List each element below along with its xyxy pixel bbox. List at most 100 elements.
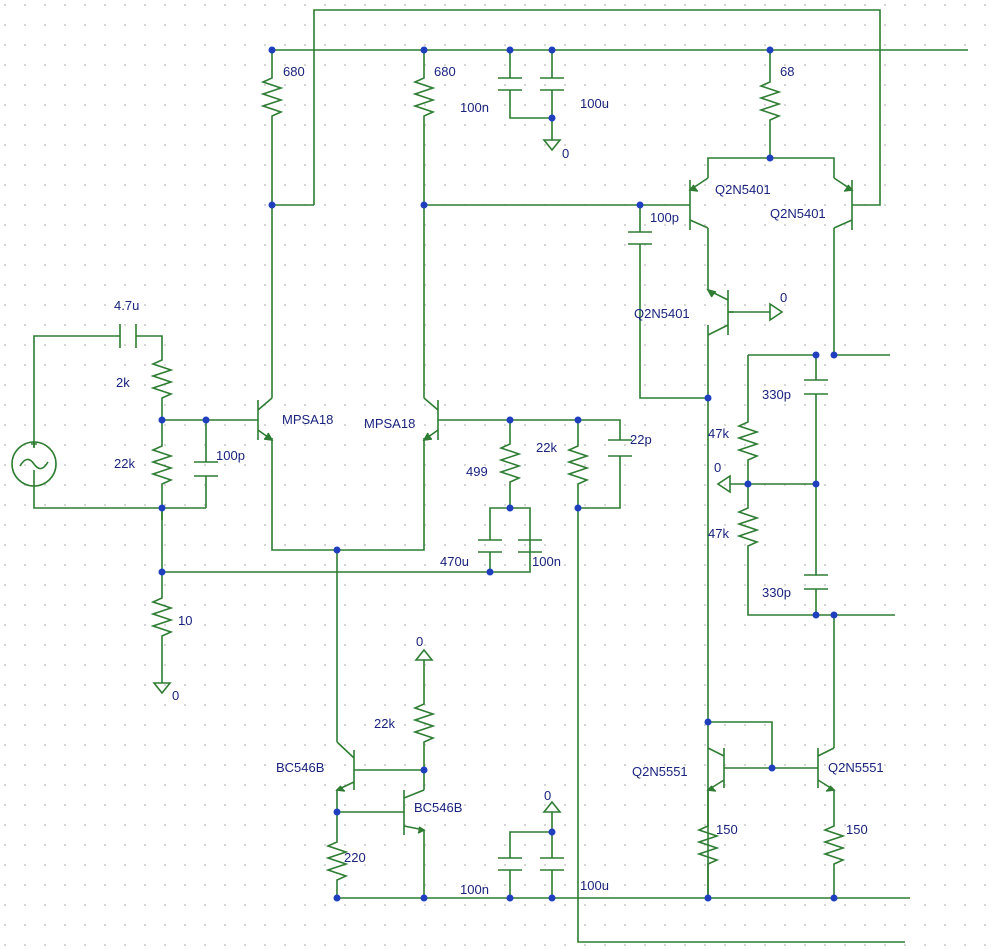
- label-c-100u-top: 100u: [580, 96, 609, 111]
- ac-source: [11, 441, 57, 487]
- label-c-100n-top: 100n: [460, 100, 489, 115]
- capacitor-4u7: [119, 324, 137, 348]
- label-r-68: 68: [780, 64, 794, 79]
- wire-bottom-caps: [509, 812, 553, 898]
- resistor-150-left: [696, 812, 720, 872]
- capacitor-100p-mid: [628, 231, 652, 245]
- label-gnd-bot: 0: [544, 788, 551, 803]
- wire-fb-node: [446, 419, 621, 509]
- resistor-680-a: [260, 60, 284, 122]
- label-gnd-mid: 0: [714, 460, 721, 475]
- label-c-4u7: 4.7u: [114, 298, 139, 313]
- label-q-bc546-right: BC546B: [414, 800, 462, 815]
- label-q-bc546-left: BC546B: [276, 760, 324, 775]
- resistor-220: [325, 832, 349, 884]
- resistor-150-right: [822, 812, 846, 872]
- wire-bc546: [360, 660, 425, 898]
- label-c-100n-fb: 100n: [532, 554, 561, 569]
- label-r-680-b: 680: [434, 64, 456, 79]
- ground-symbols: [152, 139, 784, 813]
- label-c-100p-mid: 100p: [650, 210, 679, 225]
- label-c-330p-top: 330p: [762, 387, 791, 402]
- label-r-10: 10: [178, 613, 192, 628]
- resistor-68: [758, 66, 782, 128]
- label-r-220: 220: [344, 850, 366, 865]
- junction-dots: [158, 46, 838, 902]
- resistor-22k-fb: [566, 432, 590, 490]
- ground-icon-mid: [716, 474, 731, 494]
- transistor-q2n5551-right: [812, 747, 836, 792]
- label-c-100p-in: 100p: [216, 448, 245, 463]
- label-gnd-top: 0: [562, 146, 569, 161]
- wire-mirror-emitters: [707, 790, 835, 898]
- label-gnd-left: 0: [172, 688, 179, 703]
- capacitor-100n-fb: [518, 539, 542, 553]
- ground-icon-top: [542, 139, 562, 152]
- resistor-47k-top: [736, 415, 760, 465]
- resistor-22k-bc: [412, 695, 436, 750]
- label-r-499: 499: [466, 464, 488, 479]
- capacitor-100u-top: [540, 77, 564, 91]
- capacitor-100n-bot: [498, 857, 522, 871]
- label-c-470u: 470u: [440, 554, 469, 569]
- resistor-2k: [150, 352, 174, 408]
- label-r-22k-bc: 22k: [374, 716, 395, 731]
- label-r-150-left: 150: [716, 822, 738, 837]
- resistor-680-b: [412, 60, 436, 122]
- label-r-47k-bot: 47k: [708, 526, 729, 541]
- label-q-5401-left: Q2N5401: [715, 182, 771, 197]
- ground-icon-bc: [414, 648, 434, 661]
- resistor-47k-bot: [736, 500, 760, 550]
- transistor-bc546b-left: [335, 741, 360, 792]
- transistors: [250, 177, 858, 835]
- resistor-10: [150, 585, 174, 640]
- label-gnd-q5401: 0: [780, 290, 787, 305]
- capacitor-100p-in: [194, 461, 218, 477]
- capacitor-22p: [608, 439, 632, 457]
- label-q-mpsa18-left: MPSA18: [282, 412, 333, 427]
- capacitors: [119, 77, 828, 871]
- transistor-q2n5551-left: [706, 747, 730, 792]
- label-c-100u-bot: 100u: [580, 878, 609, 893]
- label-q-5551-left: Q2N5551: [632, 764, 688, 779]
- label-r-22k-in: 22k: [114, 456, 135, 471]
- wire-mirror: [708, 721, 812, 769]
- label-r-2k: 2k: [116, 375, 130, 390]
- capacitor-100n-top: [498, 77, 522, 91]
- label-r-47k-top: 47k: [708, 426, 729, 441]
- label-q-5401-right: Q2N5401: [770, 206, 826, 221]
- label-c-330p-bot: 330p: [762, 585, 791, 600]
- resistor-499: [498, 430, 522, 488]
- ground-icon-bot: [542, 800, 562, 813]
- label-r-150-right: 150: [846, 822, 868, 837]
- capacitor-470u: [478, 539, 502, 553]
- resistors: [150, 60, 846, 884]
- ground-icon-left: [152, 682, 172, 695]
- resistor-22k-in: [150, 440, 174, 496]
- transistor-bc546b-right: [403, 789, 426, 835]
- wire-top-loop: [313, 9, 881, 206]
- transistor-q2n5401-left: [688, 177, 709, 230]
- capacitor-330p-bot: [804, 574, 828, 590]
- component-labels: 680 680 100n 100u 0 68 Q2N5401 Q2N5401 1…: [114, 64, 884, 897]
- label-q-5551-right: Q2N5551: [828, 760, 884, 775]
- wire-top-caps: [509, 50, 553, 140]
- label-c-100n-bot: 100n: [460, 882, 489, 897]
- wire-emitters: [271, 438, 425, 551]
- capacitor-100u-bot: [540, 857, 564, 871]
- label-gnd-bc: 0: [416, 634, 423, 649]
- transistor-q2n5401-right: [833, 177, 858, 230]
- label-c-22p: 22p: [630, 432, 652, 447]
- label-q-5401-mid: Q2N5401: [634, 306, 690, 321]
- ground-icon-q5401: [769, 302, 784, 322]
- wire-input-loop: [33, 335, 163, 448]
- transistor-mpsa18-left: [250, 397, 274, 441]
- label-q-mpsa18-right: MPSA18: [364, 416, 415, 431]
- label-r-680-a: 680: [283, 64, 305, 79]
- capacitor-330p-top: [804, 379, 828, 395]
- label-r-22k-fb: 22k: [536, 440, 557, 455]
- transistor-mpsa18-right: [422, 397, 446, 441]
- transistor-q2n5401-mid: [706, 288, 734, 336]
